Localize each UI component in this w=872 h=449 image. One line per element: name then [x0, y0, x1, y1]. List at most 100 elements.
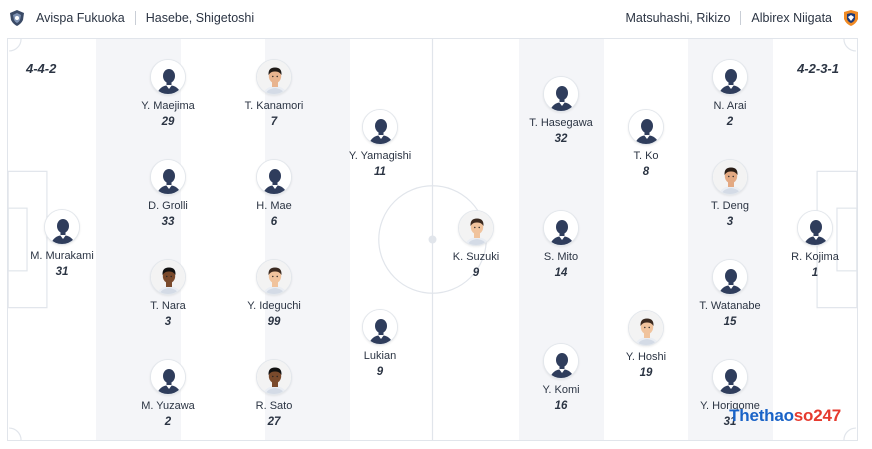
- player-number: 9: [472, 267, 480, 279]
- albirex-niigata-crest-icon: [842, 9, 860, 27]
- home-player-card[interactable]: Lukian 9: [325, 309, 435, 379]
- home-player-card[interactable]: Y. Ideguchi 99: [219, 259, 329, 329]
- player-silhouette-icon: [712, 359, 748, 395]
- player-number: 3: [726, 216, 734, 228]
- player-name: R. Kojima: [791, 251, 839, 263]
- home-player-card[interactable]: D. Grolli 33: [113, 159, 223, 229]
- player-number: 32: [554, 133, 568, 145]
- player-photo: [150, 259, 186, 295]
- player-photo: [256, 59, 292, 95]
- match-header: Avispa Fukuoka Hasebe, Shigetoshi Matsuh…: [0, 0, 872, 36]
- player-silhouette-icon: [150, 359, 186, 395]
- player-number: 9: [376, 366, 384, 378]
- player-number: 19: [639, 367, 653, 379]
- player-name: Y. Horigome: [700, 400, 760, 412]
- player-number: 2: [164, 416, 172, 428]
- header-divider: [740, 11, 742, 25]
- away-player-card[interactable]: T. Ko 8: [591, 109, 701, 179]
- player-name: R. Sato: [255, 400, 293, 412]
- player-number: 2: [726, 116, 734, 128]
- player-number: 1: [811, 267, 819, 279]
- away-player-card[interactable]: T. Hasegawa 32: [506, 76, 616, 146]
- player-number: 33: [161, 216, 175, 228]
- player-name: T. Deng: [711, 200, 749, 212]
- home-player-card[interactable]: Y. Maejima 29: [113, 59, 223, 129]
- player-name: M. Yuzawa: [141, 400, 195, 412]
- player-photo: [458, 210, 494, 246]
- player-name: Y. Hoshi: [625, 351, 667, 363]
- home-manager-name: Hasebe, Shigetoshi: [145, 11, 255, 25]
- player-name: T. Ko: [633, 150, 659, 162]
- header-divider: [134, 11, 136, 25]
- away-formation: 4-2-3-1: [797, 61, 839, 76]
- player-photo: [256, 259, 292, 295]
- player-photo: [628, 310, 664, 346]
- player-name: D. Grolli: [148, 200, 188, 212]
- away-player-card[interactable]: R. Kojima 1: [760, 210, 857, 280]
- player-number: 8: [642, 166, 650, 178]
- player-photo: [712, 159, 748, 195]
- player-name: T. Kanamori: [244, 100, 304, 112]
- player-silhouette-icon: [712, 259, 748, 295]
- player-name: T. Watanabe: [699, 300, 761, 312]
- avispa-fukuoka-crest-icon: [8, 9, 26, 27]
- player-number: 31: [723, 416, 737, 428]
- home-player-card[interactable]: T. Nara 3: [113, 259, 223, 329]
- player-silhouette-icon: [543, 343, 579, 379]
- away-player-card[interactable]: K. Suzuki 9: [421, 210, 531, 280]
- player-number: 29: [161, 116, 175, 128]
- player-number: 16: [554, 400, 568, 412]
- player-name: Y. Maejima: [141, 100, 195, 112]
- home-player-card[interactable]: M. Yuzawa 2: [113, 359, 223, 429]
- player-silhouette-icon: [797, 210, 833, 246]
- player-name: M. Murakami: [30, 250, 94, 262]
- player-name: K. Suzuki: [452, 251, 500, 263]
- player-number: 11: [374, 166, 386, 178]
- player-silhouette-icon: [628, 109, 664, 145]
- player-name: Y. Komi: [542, 384, 580, 396]
- player-name: N. Arai: [713, 100, 747, 112]
- away-player-card[interactable]: Y. Komi 16: [506, 343, 616, 413]
- home-player-card[interactable]: Y. Yamagishi 11: [325, 109, 435, 179]
- home-team-name[interactable]: Avispa Fukuoka: [36, 11, 125, 25]
- player-silhouette-icon: [543, 76, 579, 112]
- player-number: 14: [554, 267, 568, 279]
- player-name: H. Mae: [256, 200, 292, 212]
- player-number: 6: [270, 216, 278, 228]
- player-number: 3: [164, 316, 172, 328]
- home-player-card[interactable]: T. Kanamori 7: [219, 59, 329, 129]
- player-name: Y. Ideguchi: [247, 300, 301, 312]
- player-photo: [256, 359, 292, 395]
- player-name: Lukian: [363, 350, 397, 362]
- watermark-text-red: so247: [793, 406, 841, 425]
- watermark-text-blue: Thethao: [729, 406, 794, 425]
- home-formation: 4-4-2: [26, 61, 57, 76]
- player-name: Y. Yamagishi: [348, 150, 412, 162]
- player-silhouette-icon: [150, 159, 186, 195]
- away-player-card[interactable]: Y. Horigome 31: [675, 359, 785, 429]
- player-silhouette-icon: [256, 159, 292, 195]
- away-player-card[interactable]: N. Arai 2: [675, 59, 785, 129]
- away-player-card[interactable]: T. Deng 3: [675, 159, 785, 229]
- away-team-header: Matsuhashi, Rikizo Albirex Niigata: [626, 0, 861, 36]
- player-name: T. Nara: [150, 300, 186, 312]
- away-manager-name: Matsuhashi, Rikizo: [625, 11, 731, 25]
- player-number: 7: [270, 116, 278, 128]
- away-team-name[interactable]: Albirex Niigata: [751, 11, 832, 25]
- away-player-card[interactable]: Y. Hoshi 19: [591, 310, 701, 380]
- home-player-card[interactable]: H. Mae 6: [219, 159, 329, 229]
- away-player-card[interactable]: T. Watanabe 15: [675, 259, 785, 329]
- player-number: 15: [723, 316, 737, 328]
- home-player-card[interactable]: R. Sato 27: [219, 359, 329, 429]
- home-team-header: Avispa Fukuoka Hasebe, Shigetoshi: [8, 0, 254, 36]
- player-silhouette-icon: [543, 210, 579, 246]
- player-silhouette-icon: [712, 59, 748, 95]
- player-number: 99: [267, 316, 281, 328]
- player-number: 27: [267, 416, 281, 428]
- player-name: T. Hasegawa: [529, 117, 593, 129]
- watermark-logo: Thethaoso247: [729, 406, 841, 426]
- player-silhouette-icon: [362, 309, 398, 345]
